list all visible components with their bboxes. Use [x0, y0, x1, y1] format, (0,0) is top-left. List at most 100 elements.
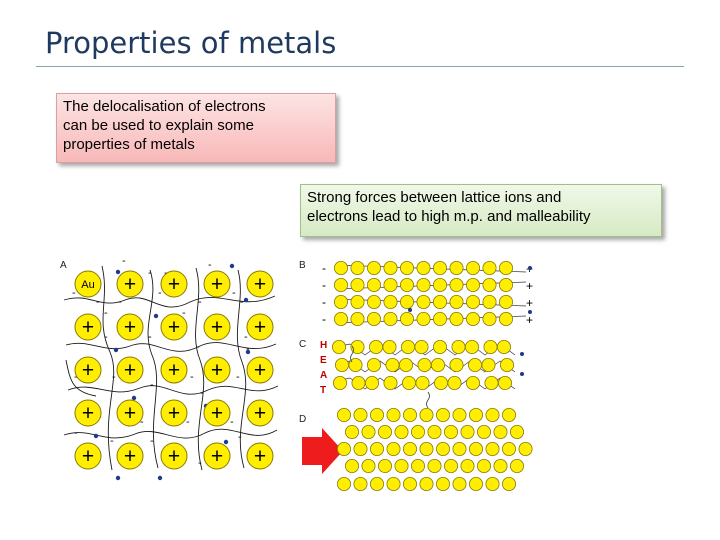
vibrating-ion: [351, 375, 366, 390]
electron-minus: -: [74, 427, 78, 439]
lattice-ion: [482, 294, 497, 309]
vibration-mark: [350, 345, 354, 363]
electron-dot: [520, 372, 524, 376]
metal-cation: [116, 313, 144, 341]
electron-dot: [229, 263, 235, 269]
metal-cation: [203, 356, 231, 384]
metal-cation: [74, 313, 102, 341]
vibrating-ion: [382, 339, 397, 354]
electron-minus: -: [104, 331, 108, 343]
lattice-ion: [476, 458, 491, 473]
lattice-ion: [460, 458, 475, 473]
metal-cation: [246, 442, 274, 470]
lattice-ion: [493, 424, 508, 439]
vibrating-ion: [464, 339, 479, 354]
electron-path: [63, 295, 276, 308]
lattice-ion: [449, 294, 464, 309]
lattice-ion: [369, 407, 384, 422]
metal-cation: [160, 270, 188, 298]
lattice-ion: [386, 407, 401, 422]
metal-cation: [246, 270, 274, 298]
metal-cation: [160, 356, 188, 384]
electron-minus: -: [148, 331, 152, 343]
electron-dot: [528, 266, 532, 270]
lattice-ion: [350, 294, 365, 309]
electron-minus: -: [198, 457, 202, 469]
lattice-ion: [361, 458, 376, 473]
metal-cation: [160, 442, 188, 470]
ion-plus-sign: +: [82, 359, 94, 382]
ion-plus-sign: +: [211, 445, 223, 468]
lattice-ion: [465, 260, 480, 275]
electron-minus: -: [72, 287, 76, 299]
lattice-ion: [432, 260, 447, 275]
electron-path: [335, 264, 527, 273]
lattice-ion: [410, 424, 425, 439]
lattice-ion: [452, 441, 467, 456]
lattice-ion: [366, 311, 381, 326]
note-line: properties of metals: [63, 136, 195, 153]
lattice-ion: [416, 294, 431, 309]
lattice-ion: [452, 407, 467, 422]
metal-cation: [246, 399, 274, 427]
note-line: The delocalisation of electrons: [63, 98, 266, 115]
electron-path: [236, 269, 247, 469]
vibrating-ion: [334, 357, 349, 372]
lattice-ion: [333, 311, 348, 326]
lattice-ion: [465, 311, 480, 326]
note-line: electrons lead to high m.p. and malleabi…: [307, 208, 591, 225]
lattice-ion: [402, 441, 417, 456]
ion-plus-sign: +: [168, 359, 180, 382]
negative-charge: -: [322, 278, 326, 292]
metal-cation: [74, 399, 102, 427]
vibrating-ion: [401, 375, 416, 390]
lattice-ion: [498, 277, 513, 292]
force-arrow: [302, 428, 343, 474]
vibrating-ion: [385, 357, 400, 372]
lattice-ion: [449, 260, 464, 275]
lattice-ion: [419, 441, 434, 456]
ion-plus-sign: +: [124, 445, 136, 468]
electron-minus: -: [244, 331, 248, 343]
metal-cation: [160, 313, 188, 341]
heat-letter: E: [320, 355, 327, 366]
lattice-ion: [419, 476, 434, 491]
lattice-ion: [419, 407, 434, 422]
positive-charge: +: [526, 313, 533, 327]
metal-cation: [116, 356, 144, 384]
electron-path: [65, 342, 277, 352]
electron-path: [335, 360, 516, 373]
vibrating-ion: [481, 357, 496, 372]
ion-plus-sign: +: [254, 316, 266, 339]
lattice-ion: [333, 294, 348, 309]
electron-minus: -: [96, 296, 100, 308]
lattice-ion: [485, 441, 500, 456]
vibrating-ion: [332, 375, 347, 390]
electron-dot: [153, 313, 159, 319]
lattice-ion: [476, 424, 491, 439]
lattice-ion: [333, 277, 348, 292]
lattice-ion: [383, 260, 398, 275]
electron-minus: -: [238, 431, 242, 443]
lattice-ion: [386, 441, 401, 456]
lattice-ion: [344, 458, 359, 473]
lattice-ion: [432, 277, 447, 292]
delocalisation-note: The delocalisation of electrons can be u…: [56, 93, 336, 163]
lattice-ion: [449, 277, 464, 292]
electron-minus: -: [230, 416, 234, 428]
vibrating-ion: [449, 357, 464, 372]
electron-minus: -: [74, 371, 78, 383]
lattice-ion: [427, 458, 442, 473]
vibrating-ion: [497, 375, 512, 390]
ion-plus-sign: +: [124, 273, 136, 296]
vibrating-ion: [484, 375, 499, 390]
panel-b-lattice: -+-+-+-+: [322, 260, 533, 327]
ion-plus-sign: +: [82, 316, 94, 339]
lattice-ion: [485, 476, 500, 491]
lattice-ion: [377, 458, 392, 473]
metal-cation: [203, 313, 231, 341]
ion-plus-sign: +: [168, 316, 180, 339]
slide-title: Properties of metals: [45, 26, 337, 60]
electron-dot: [115, 269, 121, 275]
